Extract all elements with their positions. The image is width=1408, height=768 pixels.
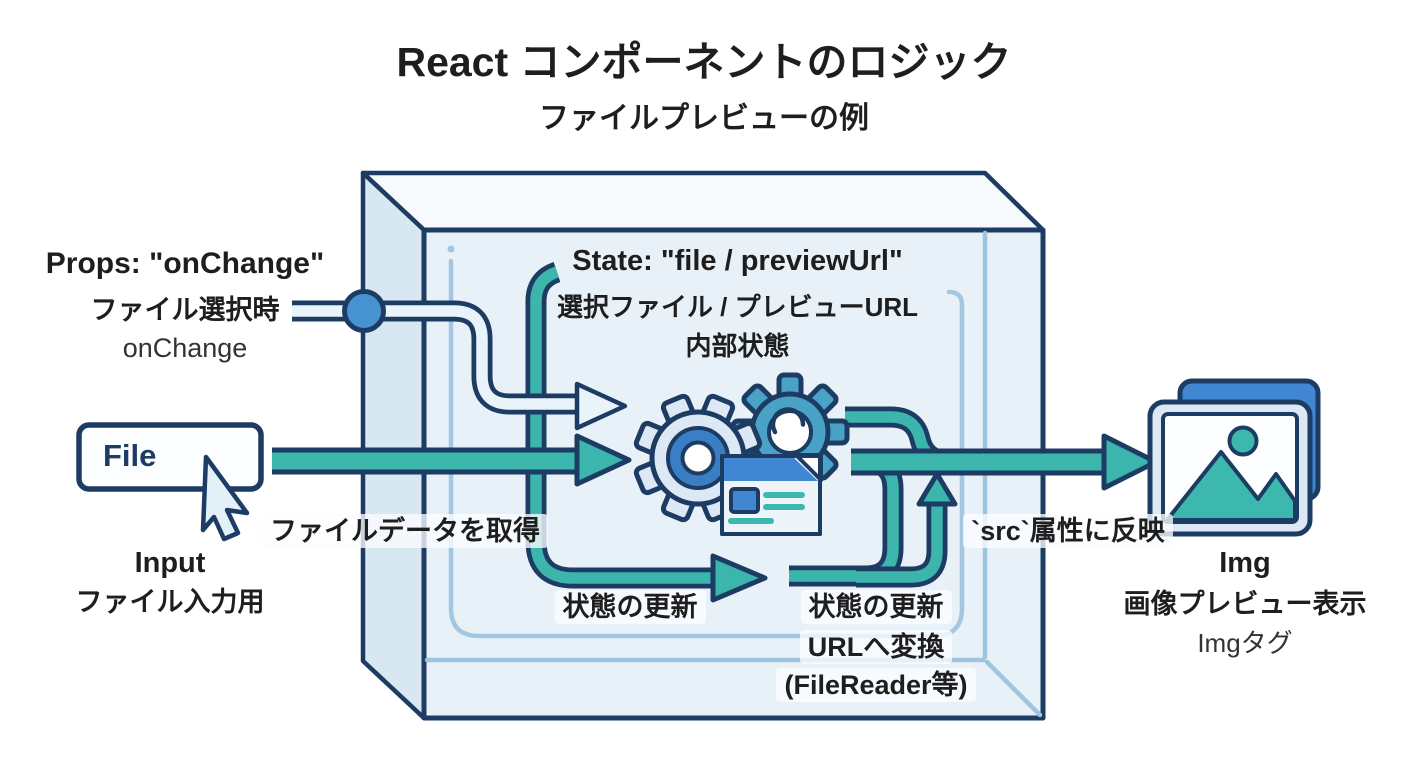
arrow-to-img [851,433,1159,491]
input-caption: ファイル入力用 [75,587,265,617]
cursor-icon [200,454,250,542]
state-update-arrowhead [710,553,768,603]
props-heading: Props: "onChange" [45,247,325,280]
props-arrowhead [574,381,628,431]
img-heading: Img [1219,547,1271,579]
mountains [1165,450,1297,522]
pipe-props-onchange [292,289,628,431]
page-title: React コンポーネントのロジック [396,39,1012,85]
img-tag: Imgタグ [1197,628,1293,658]
sun-dot [1227,425,1259,457]
state-internal: 内部状態 [685,331,790,361]
panel-dot [447,245,455,253]
input-heading: Input [134,547,206,579]
connector-node [342,289,386,333]
props-handler: onChange [122,333,248,363]
state-caption: 選択ファイル / プレビューURL [556,292,919,322]
document-card-icon [720,453,823,536]
output-arrowhead [1101,433,1159,491]
gear-left [633,393,763,523]
up-arrowhead [916,471,958,507]
label-to-url: URLへ変換 [776,630,976,665]
image-preview-icon [1147,378,1321,537]
label-update-state-left: 状態の更新 [530,590,730,625]
label-get-file-data: ファイルデータを取得 [255,514,555,549]
label-update-state-right: 状態の更新 [776,590,976,625]
box-top-face [360,170,1046,233]
props-caption: ファイル選択時 [90,295,280,325]
gears-processing-icon [633,372,850,536]
state-heading: State: "file / previewUrl" [572,245,903,277]
arrow-file-data [272,433,632,487]
file-data-arrowhead [574,433,632,487]
label-filereader: (FileReader等) [766,668,986,703]
pipe-update-up [856,471,958,588]
img-caption: 画像プレビュー表示 [1123,589,1367,619]
file-button-label: File [103,438,157,473]
box-left-face [360,170,427,721]
label-src-attr: `src`属性に反映 [958,514,1178,549]
card-thumbnail [729,487,760,514]
page-subtitle: ファイルプレビューの例 [539,102,869,135]
inner-panel-outline [448,258,965,639]
